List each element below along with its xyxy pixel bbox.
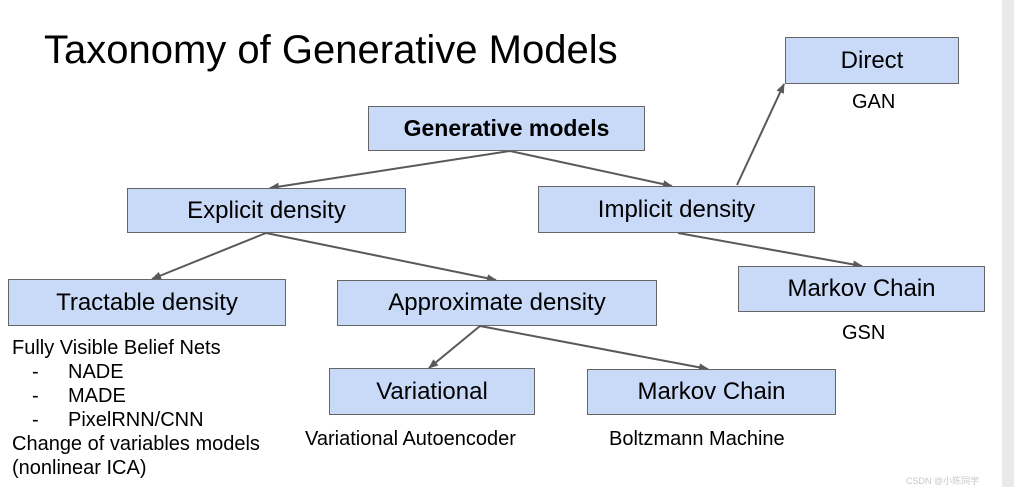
list-heading-nonlinear-ica: (nonlinear ICA) (12, 457, 147, 479)
node-tractable-density: Tractable density (8, 279, 286, 326)
edge-explicit-approximate (265, 232, 497, 283)
node-explicit-density: Explicit density (127, 188, 406, 233)
edge-explicit-tractable (151, 232, 267, 280)
list-item: -NADE (32, 361, 124, 383)
list-item: -MADE (32, 385, 126, 407)
list-item: -PixelRNN/CNN (32, 409, 204, 431)
node-markov-chain-implicit: Markov Chain (738, 266, 985, 312)
node-markov-chain-approximate: Markov Chain (587, 369, 836, 415)
node-variational: Variational (329, 368, 535, 415)
list-heading-fvbn: Fully Visible Belief Nets (12, 337, 221, 359)
label-gsn: GSN (842, 322, 886, 344)
list-heading-change-of-variables: Change of variables models (12, 433, 260, 455)
label-gan: GAN (852, 91, 896, 113)
node-approximate-density: Approximate density (337, 280, 657, 326)
edge-implicit-markov (677, 232, 863, 269)
label-boltzmann-machine: Boltzmann Machine (609, 428, 785, 450)
edge-root-explicit (269, 150, 511, 191)
node-implicit-density: Implicit density (538, 186, 815, 233)
node-direct: Direct (785, 37, 959, 84)
label-variational-autoencoder: Variational Autoencoder (305, 428, 516, 450)
page-title: Taxonomy of Generative Models (44, 28, 618, 72)
edge-root-implicit (509, 150, 673, 189)
edge-approximate-variational (428, 325, 481, 369)
tractable-examples: Fully Visible Belief Nets -NADE -MADE -P… (12, 336, 260, 480)
vertical-scrollbar[interactable] (1002, 0, 1014, 487)
node-generative-models: Generative models (368, 106, 645, 151)
edge-approximate-markov (479, 325, 709, 372)
watermark: CSDN @小陈同学 (906, 476, 980, 486)
edge-implicit-direct (736, 83, 785, 186)
